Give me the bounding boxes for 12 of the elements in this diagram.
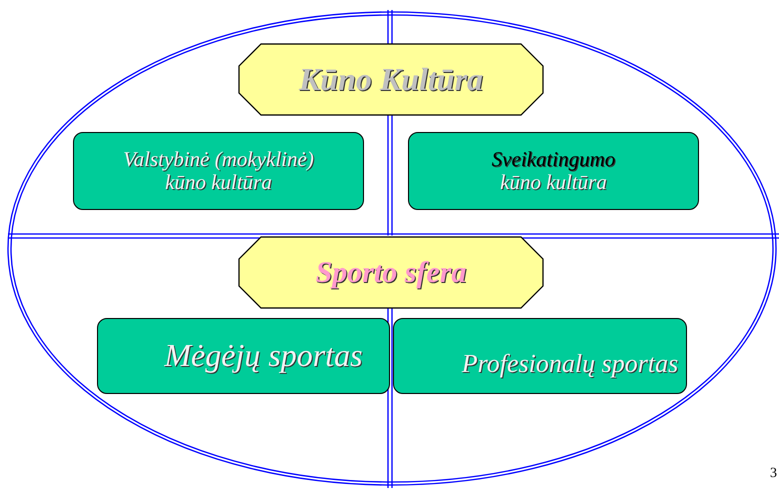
category-box — [408, 132, 699, 210]
category-text: Valstybinė (mokyklinė) kūno kultūra — [122, 148, 315, 194]
category-box — [97, 318, 390, 394]
heading-text: Sporto sfera — [316, 256, 466, 289]
category-text: Mėgėjų sportas — [164, 338, 363, 374]
category-text: kūno kultūra — [500, 171, 607, 194]
heading-text: Kūno Kultūra — [298, 62, 484, 98]
category-box — [73, 132, 364, 210]
category-text: Profesionalų sportas — [462, 350, 678, 378]
category-box — [393, 318, 687, 394]
page-number: 3 — [770, 466, 777, 482]
category-text: Sveikatingumo — [492, 148, 616, 171]
